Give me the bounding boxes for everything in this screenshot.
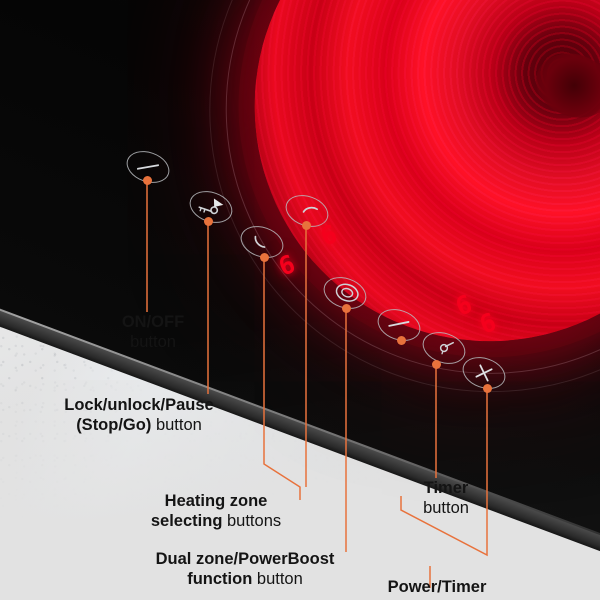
- callout-on-off-plain: button: [130, 332, 176, 351]
- lock-pause-button[interactable]: [185, 185, 237, 229]
- dual-ring-icon: [335, 283, 359, 302]
- power-timer-button[interactable]: [373, 303, 425, 347]
- timer-button[interactable]: [418, 326, 470, 370]
- power-slash-icon: [136, 164, 160, 170]
- x-cross-icon: [475, 364, 493, 382]
- callout-power-timer-bold: Power/Timer: [387, 578, 487, 596]
- callout-label-heating-zone: Heating zone selecting buttons: [126, 492, 306, 531]
- leader-dot-cancel: [483, 384, 492, 393]
- callout-dual-line2-bold: function: [187, 569, 253, 588]
- callout-lock-line2-plain: button: [155, 415, 202, 434]
- callout-lock-line2-bold: (Stop/Go): [76, 415, 152, 434]
- callout-dual-line2-plain: button: [256, 569, 303, 588]
- callout-label-timer: Timer button: [391, 479, 501, 518]
- zone-arc-icon: [254, 235, 266, 248]
- callout-timer-plain: button: [423, 498, 469, 517]
- callout-timer-bold: Timer: [423, 479, 469, 497]
- slider-slash-icon: [388, 321, 410, 327]
- zone-select-button-2[interactable]: [281, 189, 333, 233]
- clock-icon: [439, 341, 454, 355]
- callout-dual-line1: Dual zone/PowerBoost: [155, 550, 335, 568]
- leader-dot-timer: [432, 360, 441, 369]
- callout-label-power-timer: Power/Timer: [357, 578, 517, 598]
- leader-zone-1: [263, 257, 301, 500]
- leader-dot-lock-pause: [204, 217, 213, 226]
- callout-label-on-off: ON/OFF button: [78, 313, 228, 352]
- callout-label-dual-zone: Dual zone/PowerBoost function button: [130, 550, 360, 589]
- leader-dot-zone-1: [260, 253, 269, 262]
- cancel-button[interactable]: [458, 351, 510, 395]
- callout-zone-line2-plain: buttons: [227, 511, 282, 530]
- leader-power-timer-join: [400, 496, 488, 557]
- callout-lock-line1: Lock/unlock/Pause: [64, 396, 214, 414]
- zone-arc-icon: [302, 206, 318, 213]
- lock-key-icon: [198, 198, 224, 215]
- callout-label-lock-pause: Lock/unlock/Pause (Stop/Go) button: [44, 396, 234, 435]
- callout-zone-line2-bold: selecting: [150, 511, 223, 530]
- dual-zone-button[interactable]: [319, 271, 371, 315]
- leader-dot-on-off: [143, 176, 152, 185]
- leader-dot-zone-2: [302, 221, 311, 230]
- callout-on-off-bold: ON/OFF: [121, 313, 185, 331]
- leader-dot-power-timer-a: [397, 336, 406, 345]
- on-off-button[interactable]: [122, 145, 174, 189]
- callout-zone-line1: Heating zone: [164, 492, 268, 510]
- leader-dot-dual-zone: [342, 304, 351, 313]
- zone-select-button-1[interactable]: [236, 220, 288, 264]
